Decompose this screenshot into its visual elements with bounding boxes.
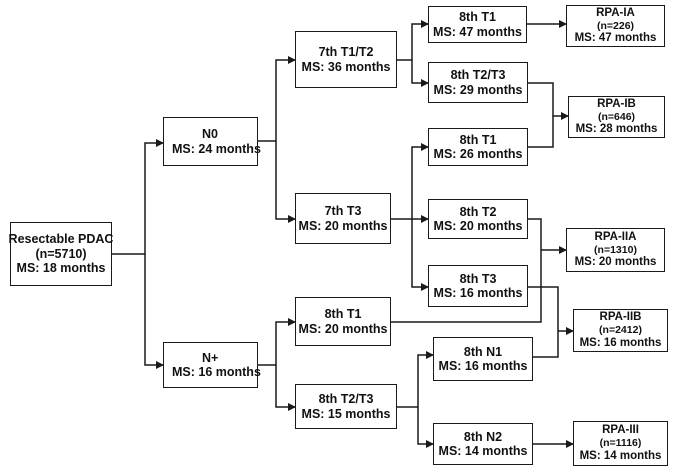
rpa-ib-title: RPA-IB bbox=[597, 97, 636, 110]
edge-t7t3-bt3 bbox=[411, 219, 429, 291]
t7-t3-node: 7th T3 MS: 20 months bbox=[295, 193, 391, 244]
a-t2t3-median-survival: MS: 29 months bbox=[433, 82, 523, 97]
nplus-t1-node: 8th T1 MS: 20 months bbox=[295, 297, 391, 346]
b-t1-median-survival: MS: 26 months bbox=[433, 147, 523, 161]
nplus-node: N+ MS: 16 months bbox=[163, 342, 261, 388]
c-n1-median-survival: MS: 16 months bbox=[438, 359, 528, 373]
edge-nplus-npt2t3 bbox=[275, 365, 296, 411]
n0-node: N0 MS: 24 months bbox=[163, 117, 261, 166]
edge-n0-t7t1t2 bbox=[258, 56, 296, 142]
b-t1-title: 8th T1 bbox=[459, 132, 497, 147]
t7-t1t2-title: 7th T1/T2 bbox=[318, 45, 374, 60]
rpa-ib-median-survival: MS: 28 months bbox=[575, 123, 658, 136]
c-n1-node: 8th N1 MS: 16 months bbox=[433, 337, 533, 381]
rpa-ib-node: RPA-IB (n=646) MS: 28 months bbox=[568, 96, 665, 138]
rpa-iib-median-survival: MS: 16 months bbox=[579, 336, 662, 349]
edge-npt2t3-cn2 bbox=[417, 407, 434, 448]
edge-root-nplus bbox=[144, 254, 164, 369]
edge-npt1-rpaiia bbox=[391, 250, 542, 323]
edge-t7t1t2-at1 bbox=[397, 20, 429, 61]
edge-bt1-rpaib bbox=[528, 116, 554, 148]
n0-title: N0 bbox=[202, 127, 218, 142]
rpa-ia-node: RPA-IA (n=226) MS: 47 months bbox=[566, 5, 665, 47]
b-t3-median-survival: MS: 16 months bbox=[433, 286, 523, 300]
rpa-iib-count: (n=2412) bbox=[599, 324, 642, 337]
rpa-iib-node: RPA-IIB (n=2412) MS: 16 months bbox=[573, 309, 668, 352]
root-node: Resectable PDAC (n=5710) MS: 18 months bbox=[8, 222, 114, 286]
b-t3-node: 8th T3 MS: 16 months bbox=[428, 265, 528, 307]
b-t1-node: 8th T1 MS: 26 months bbox=[428, 128, 528, 166]
rpa-iia-title: RPA-IIA bbox=[594, 230, 637, 243]
edge-t7t3-bt1 bbox=[391, 143, 429, 220]
edge-npt2t3-cn1 bbox=[397, 351, 434, 408]
nplus-t2t3-node: 8th T2/T3 MS: 15 months bbox=[295, 384, 397, 429]
b-t2-median-survival: MS: 20 months bbox=[433, 219, 523, 233]
nplus-t2t3-title: 8th T2/T3 bbox=[318, 392, 374, 407]
nplus-median-survival: MS: 16 months bbox=[172, 365, 261, 379]
t7-t1t2-median-survival: MS: 36 months bbox=[301, 59, 391, 74]
t7-t3-median-survival: MS: 20 months bbox=[298, 218, 388, 233]
a-t1-median-survival: MS: 47 months bbox=[433, 24, 522, 39]
root-title: Resectable PDAC bbox=[8, 232, 114, 247]
edge-n0-t7t3 bbox=[275, 141, 296, 223]
root-median-survival: MS: 18 months bbox=[16, 261, 106, 276]
nplus-t1-title: 8th T1 bbox=[324, 307, 362, 322]
b-t3-title: 8th T3 bbox=[459, 271, 497, 286]
a-t1-title: 8th T1 bbox=[459, 10, 496, 25]
edge-bt3-rpaiib bbox=[528, 286, 574, 335]
c-n2-node: 8th N2 MS: 14 months bbox=[433, 423, 533, 465]
c-n1-title: 8th N1 bbox=[463, 344, 503, 359]
rpa-ib-count: (n=646) bbox=[597, 110, 636, 123]
a-t2t3-node: 8th T2/T3 MS: 29 months bbox=[428, 62, 528, 103]
b-t2-title: 8th T2 bbox=[459, 204, 497, 219]
edge-t7t1t2-at2t3 bbox=[411, 60, 429, 87]
rpa-iia-median-survival: MS: 20 months bbox=[574, 256, 657, 269]
edge-at2t3-rpaib bbox=[528, 82, 569, 120]
c-n2-title: 8th N2 bbox=[463, 429, 503, 444]
edge-root-n0 bbox=[112, 139, 164, 255]
rpa-iia-count: (n=1310) bbox=[594, 243, 637, 256]
edge-bt2-rpaiia bbox=[528, 218, 567, 254]
nplus-t2t3-median-survival: MS: 15 months bbox=[301, 406, 391, 421]
b-t2-node: 8th T2 MS: 20 months bbox=[428, 199, 528, 239]
a-t1-node: 8th T1 MS: 47 months bbox=[428, 6, 527, 43]
nplus-title: N+ bbox=[202, 350, 219, 365]
rpa-ia-title: RPA-IA bbox=[596, 6, 635, 19]
t7-t1t2-node: 7th T1/T2 MS: 36 months bbox=[295, 31, 397, 88]
a-t2t3-title: 8th T2/T3 bbox=[450, 68, 506, 83]
t7-t3-title: 7th T3 bbox=[324, 204, 362, 219]
root-count: (n=5710) bbox=[35, 246, 87, 261]
rpa-iii-node: RPA-III (n=1116) MS: 14 months bbox=[573, 421, 668, 466]
rpa-iii-median-survival: MS: 14 months bbox=[579, 449, 662, 462]
n0-median-survival: MS: 24 months bbox=[172, 141, 261, 156]
edge-nplus-npt1 bbox=[258, 318, 296, 366]
edge-cn1-rpaiib bbox=[533, 331, 559, 358]
nplus-t1-median-survival: MS: 20 months bbox=[298, 321, 388, 336]
rpa-ia-median-survival: MS: 47 months bbox=[574, 32, 657, 45]
c-n2-median-survival: MS: 14 months bbox=[438, 444, 528, 458]
rpa-iii-title: RPA-III bbox=[602, 424, 639, 437]
rpa-iii-count: (n=1116) bbox=[599, 437, 642, 450]
rpa-ia-count: (n=226) bbox=[596, 19, 635, 32]
rpa-iib-title: RPA-IIB bbox=[599, 311, 642, 324]
rpa-iia-node: RPA-IIA (n=1310) MS: 20 months bbox=[566, 228, 665, 272]
